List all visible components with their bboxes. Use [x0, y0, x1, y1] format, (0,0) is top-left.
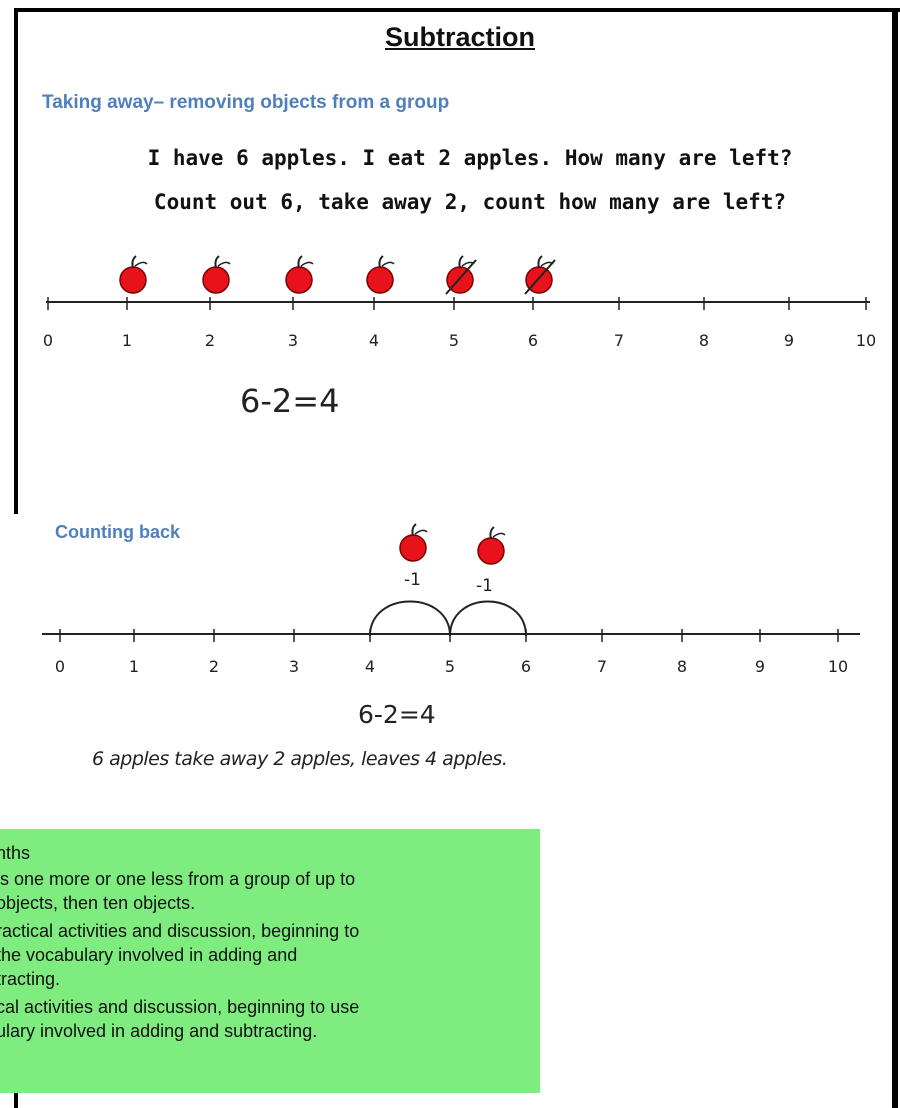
count-back-jumps: [369, 600, 527, 637]
number-line-label: 2: [205, 331, 215, 350]
cross-out-mark: [524, 259, 556, 295]
note-line: cal activities and discussion, beginning…: [0, 997, 360, 1017]
number-line-label: 9: [755, 657, 765, 676]
note-line: ulary involved in adding and subtracting…: [0, 1021, 318, 1041]
note-line: ractical activities and discussion, begi…: [0, 921, 360, 941]
apple-icon: [119, 255, 148, 294]
apple-icon: [285, 255, 314, 294]
number-line-label: 8: [699, 331, 709, 350]
number-line-label: 8: [677, 657, 687, 676]
apple-icon: [399, 523, 428, 562]
jump-label-2: -1: [476, 576, 493, 596]
question-line-2: Count out 6, take away 2, count how many…: [153, 190, 787, 214]
number-line-label: 2: [209, 657, 219, 676]
apple-icon: [445, 255, 477, 295]
question-line-1: I have 6 apples. I eat 2 apples. How man…: [147, 146, 793, 170]
number-line-label: 7: [614, 331, 624, 350]
number-line-label: 10: [856, 331, 876, 350]
counting-back-heading: Counting back: [55, 522, 180, 542]
page-border-left-lower: [14, 1088, 18, 1108]
page-border-right: [892, 8, 898, 1108]
number-line-label: 1: [122, 331, 132, 350]
apple-icon: [366, 255, 395, 294]
apple-icon: [477, 526, 506, 565]
number-line-label: 10: [828, 657, 848, 676]
equation-1: 6-2=4: [240, 382, 340, 420]
note-line: objects, then ten objects.: [0, 893, 196, 913]
cross-out-mark: [445, 259, 477, 295]
number-line-1: 0 1 2 3 4 5 6 7 8 9 10: [43, 297, 876, 350]
page-border-top: [14, 8, 900, 12]
result-sentence: 6 apples take away 2 apples, leaves 4 ap…: [92, 748, 508, 770]
equation-2: 6-2=4: [358, 700, 436, 729]
apple-icon: [202, 255, 231, 294]
number-line-label: 6: [528, 331, 538, 350]
apple-row: [119, 255, 556, 295]
number-line-label: 0: [55, 657, 65, 676]
number-line-label: 1: [129, 657, 139, 676]
number-line-label: 4: [369, 331, 379, 350]
note-line: ls one more or one less from a group of …: [0, 869, 356, 889]
number-line-label: 7: [597, 657, 607, 676]
note-line: tracting.: [0, 969, 61, 989]
taken-apples: [399, 523, 506, 565]
number-line-label: 4: [365, 657, 375, 676]
number-line-2: 0 1 2 3 4 5 6 7 8 9 10: [42, 629, 860, 676]
number-line-label: 3: [289, 657, 299, 676]
page-border-left: [14, 8, 18, 514]
learning-objectives-note: nths ls one more or one less from a grou…: [0, 829, 540, 1093]
apple-icon: [524, 255, 556, 295]
jump-arc: [369, 600, 451, 637]
note-line: the vocabulary involved in adding and: [0, 945, 298, 965]
jump-arc: [449, 600, 527, 637]
number-line-label: 6: [521, 657, 531, 676]
number-line-label: 5: [449, 331, 459, 350]
number-line-label: 0: [43, 331, 53, 350]
page-title: Subtraction: [384, 22, 535, 52]
jump-label-1: -1: [404, 570, 421, 590]
note-line: nths: [0, 843, 31, 863]
number-line-label: 9: [784, 331, 794, 350]
number-line-label: 3: [288, 331, 298, 350]
number-line-label: 5: [445, 657, 455, 676]
taking-away-heading: Taking away– removing objects from a gro…: [42, 92, 450, 113]
